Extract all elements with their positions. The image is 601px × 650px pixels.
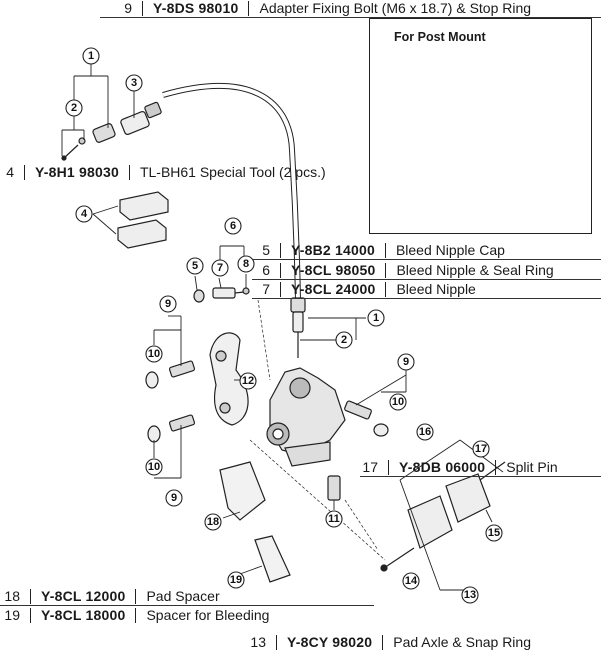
callout-19: 19 xyxy=(230,574,242,586)
callout-7: 7 xyxy=(217,262,223,274)
caliper-bolt xyxy=(327,475,341,510)
part-code: Y-8CL 98050 xyxy=(291,262,376,278)
part-number: 5 xyxy=(262,242,270,258)
callout-12: 12 xyxy=(242,375,254,387)
part-description: Bleed Nipple & Seal Ring xyxy=(396,262,554,278)
part-code: Y-8CL 24000 xyxy=(291,281,376,297)
callout-6: 6 xyxy=(230,220,236,232)
post-mount-inset: For Post Mount xyxy=(369,18,592,234)
part-code: Y-8B2 14000 xyxy=(291,242,375,258)
callout-2-caliper: 2 xyxy=(341,334,347,346)
part-row-17: 17 Y-8DB 06000 Split Pin xyxy=(356,459,558,475)
callout-1: 1 xyxy=(88,50,94,62)
rule-part-9 xyxy=(100,17,601,18)
part-number: 7 xyxy=(262,281,270,297)
part-description: Pad Axle & Snap Ring xyxy=(393,634,531,650)
callout-2: 2 xyxy=(71,102,77,114)
rule-part-7 xyxy=(252,298,601,299)
callout-5: 5 xyxy=(192,260,198,272)
callout-3: 3 xyxy=(131,77,137,89)
callout-4: 4 xyxy=(81,208,88,220)
callout-13: 13 xyxy=(464,589,476,601)
callout-16: 16 xyxy=(419,426,431,438)
callout-17: 17 xyxy=(475,443,487,455)
part-number: 13 xyxy=(250,634,266,650)
callout-14: 14 xyxy=(405,575,418,587)
rule-part-17 xyxy=(360,476,601,477)
part-row-7: 7 Y-8CL 24000 Bleed Nipple xyxy=(248,281,476,297)
callout-9-right: 9 xyxy=(403,356,409,368)
brake-hose xyxy=(162,83,301,301)
callout-11: 11 xyxy=(328,513,340,525)
mount-adapter xyxy=(209,332,249,426)
callout-10-left-top: 10 xyxy=(148,348,160,360)
special-tool xyxy=(92,191,169,249)
part-row-19: 19 Y-8CL 18000 Spacer for Bleeding xyxy=(0,607,269,623)
callout-15: 15 xyxy=(488,527,500,539)
part-description: Adapter Fixing Bolt (M6 x 18.7) & Stop R… xyxy=(259,0,532,16)
pad-spacers xyxy=(219,461,291,583)
rule-part-5 xyxy=(252,259,601,260)
callout-10-left-bottom: 10 xyxy=(148,461,160,473)
callout-markers: 1 2 3 4 5 6 7 8 9 10 11 12 13 14 15 16 1… xyxy=(65,47,536,604)
part-code: Y-8H1 98030 xyxy=(35,164,119,180)
rule-part-6 xyxy=(252,279,601,280)
callout-9-left-top: 9 xyxy=(165,298,171,310)
part-row-4: 4 Y-8H1 98030 TL-BH61 Special Tool (2 pc… xyxy=(0,164,326,180)
assembly-guide-lines xyxy=(249,299,386,561)
part-description: TL-BH61 Special Tool (2 pcs.) xyxy=(139,164,326,180)
callout-9-left-bottom: 9 xyxy=(171,492,177,504)
part-description: Bleed Nipple xyxy=(396,281,476,297)
part-code: Y-8CL 12000 xyxy=(41,588,126,604)
leader-lines xyxy=(61,60,135,156)
part-row-18: 18 Y-8CL 12000 Pad Spacer xyxy=(0,588,220,604)
inset-title: For Post Mount xyxy=(394,30,486,44)
part-row-13: 13 Y-8CY 98020 Pad Axle & Snap Ring xyxy=(244,634,531,650)
callout-10-right: 10 xyxy=(392,396,404,408)
part-code: Y-8CL 18000 xyxy=(41,607,126,623)
part-row-5: 5 Y-8B2 14000 Bleed Nipple Cap xyxy=(248,242,505,258)
part-number: 19 xyxy=(4,607,20,623)
callout-1-caliper: 1 xyxy=(373,312,379,324)
adapter-bolts-right xyxy=(344,362,407,437)
part-number: 18 xyxy=(4,588,20,604)
part-number: 6 xyxy=(262,262,270,278)
part-number: 17 xyxy=(362,459,378,475)
part-row-6: 6 Y-8CL 98050 Bleed Nipple & Seal Ring xyxy=(248,262,554,278)
part-row-9: 9 Y-8DS 98010 Adapter Fixing Bolt (M6 x … xyxy=(110,0,531,16)
callout-8: 8 xyxy=(243,258,249,270)
part-description: Spacer for Bleeding xyxy=(146,607,270,623)
bleed-nipple-parts xyxy=(193,245,250,303)
brake-caliper xyxy=(266,367,346,467)
callout-18: 18 xyxy=(207,516,219,528)
part-description: Split Pin xyxy=(506,459,558,475)
part-code: Y-8DB 06000 xyxy=(399,459,486,475)
part-description: Bleed Nipple Cap xyxy=(395,242,505,258)
part-description: Pad Spacer xyxy=(146,588,220,604)
part-code: Y-8DS 98010 xyxy=(153,0,239,16)
rule-part-18 xyxy=(0,605,374,606)
part-number: 4 xyxy=(6,164,14,180)
hose-fitting-parts xyxy=(61,101,162,161)
caliper-bleed-fitting xyxy=(290,297,366,358)
adapter-bolts-left xyxy=(145,315,196,479)
part-number: 9 xyxy=(124,0,132,16)
part-code: Y-8CY 98020 xyxy=(287,634,373,650)
